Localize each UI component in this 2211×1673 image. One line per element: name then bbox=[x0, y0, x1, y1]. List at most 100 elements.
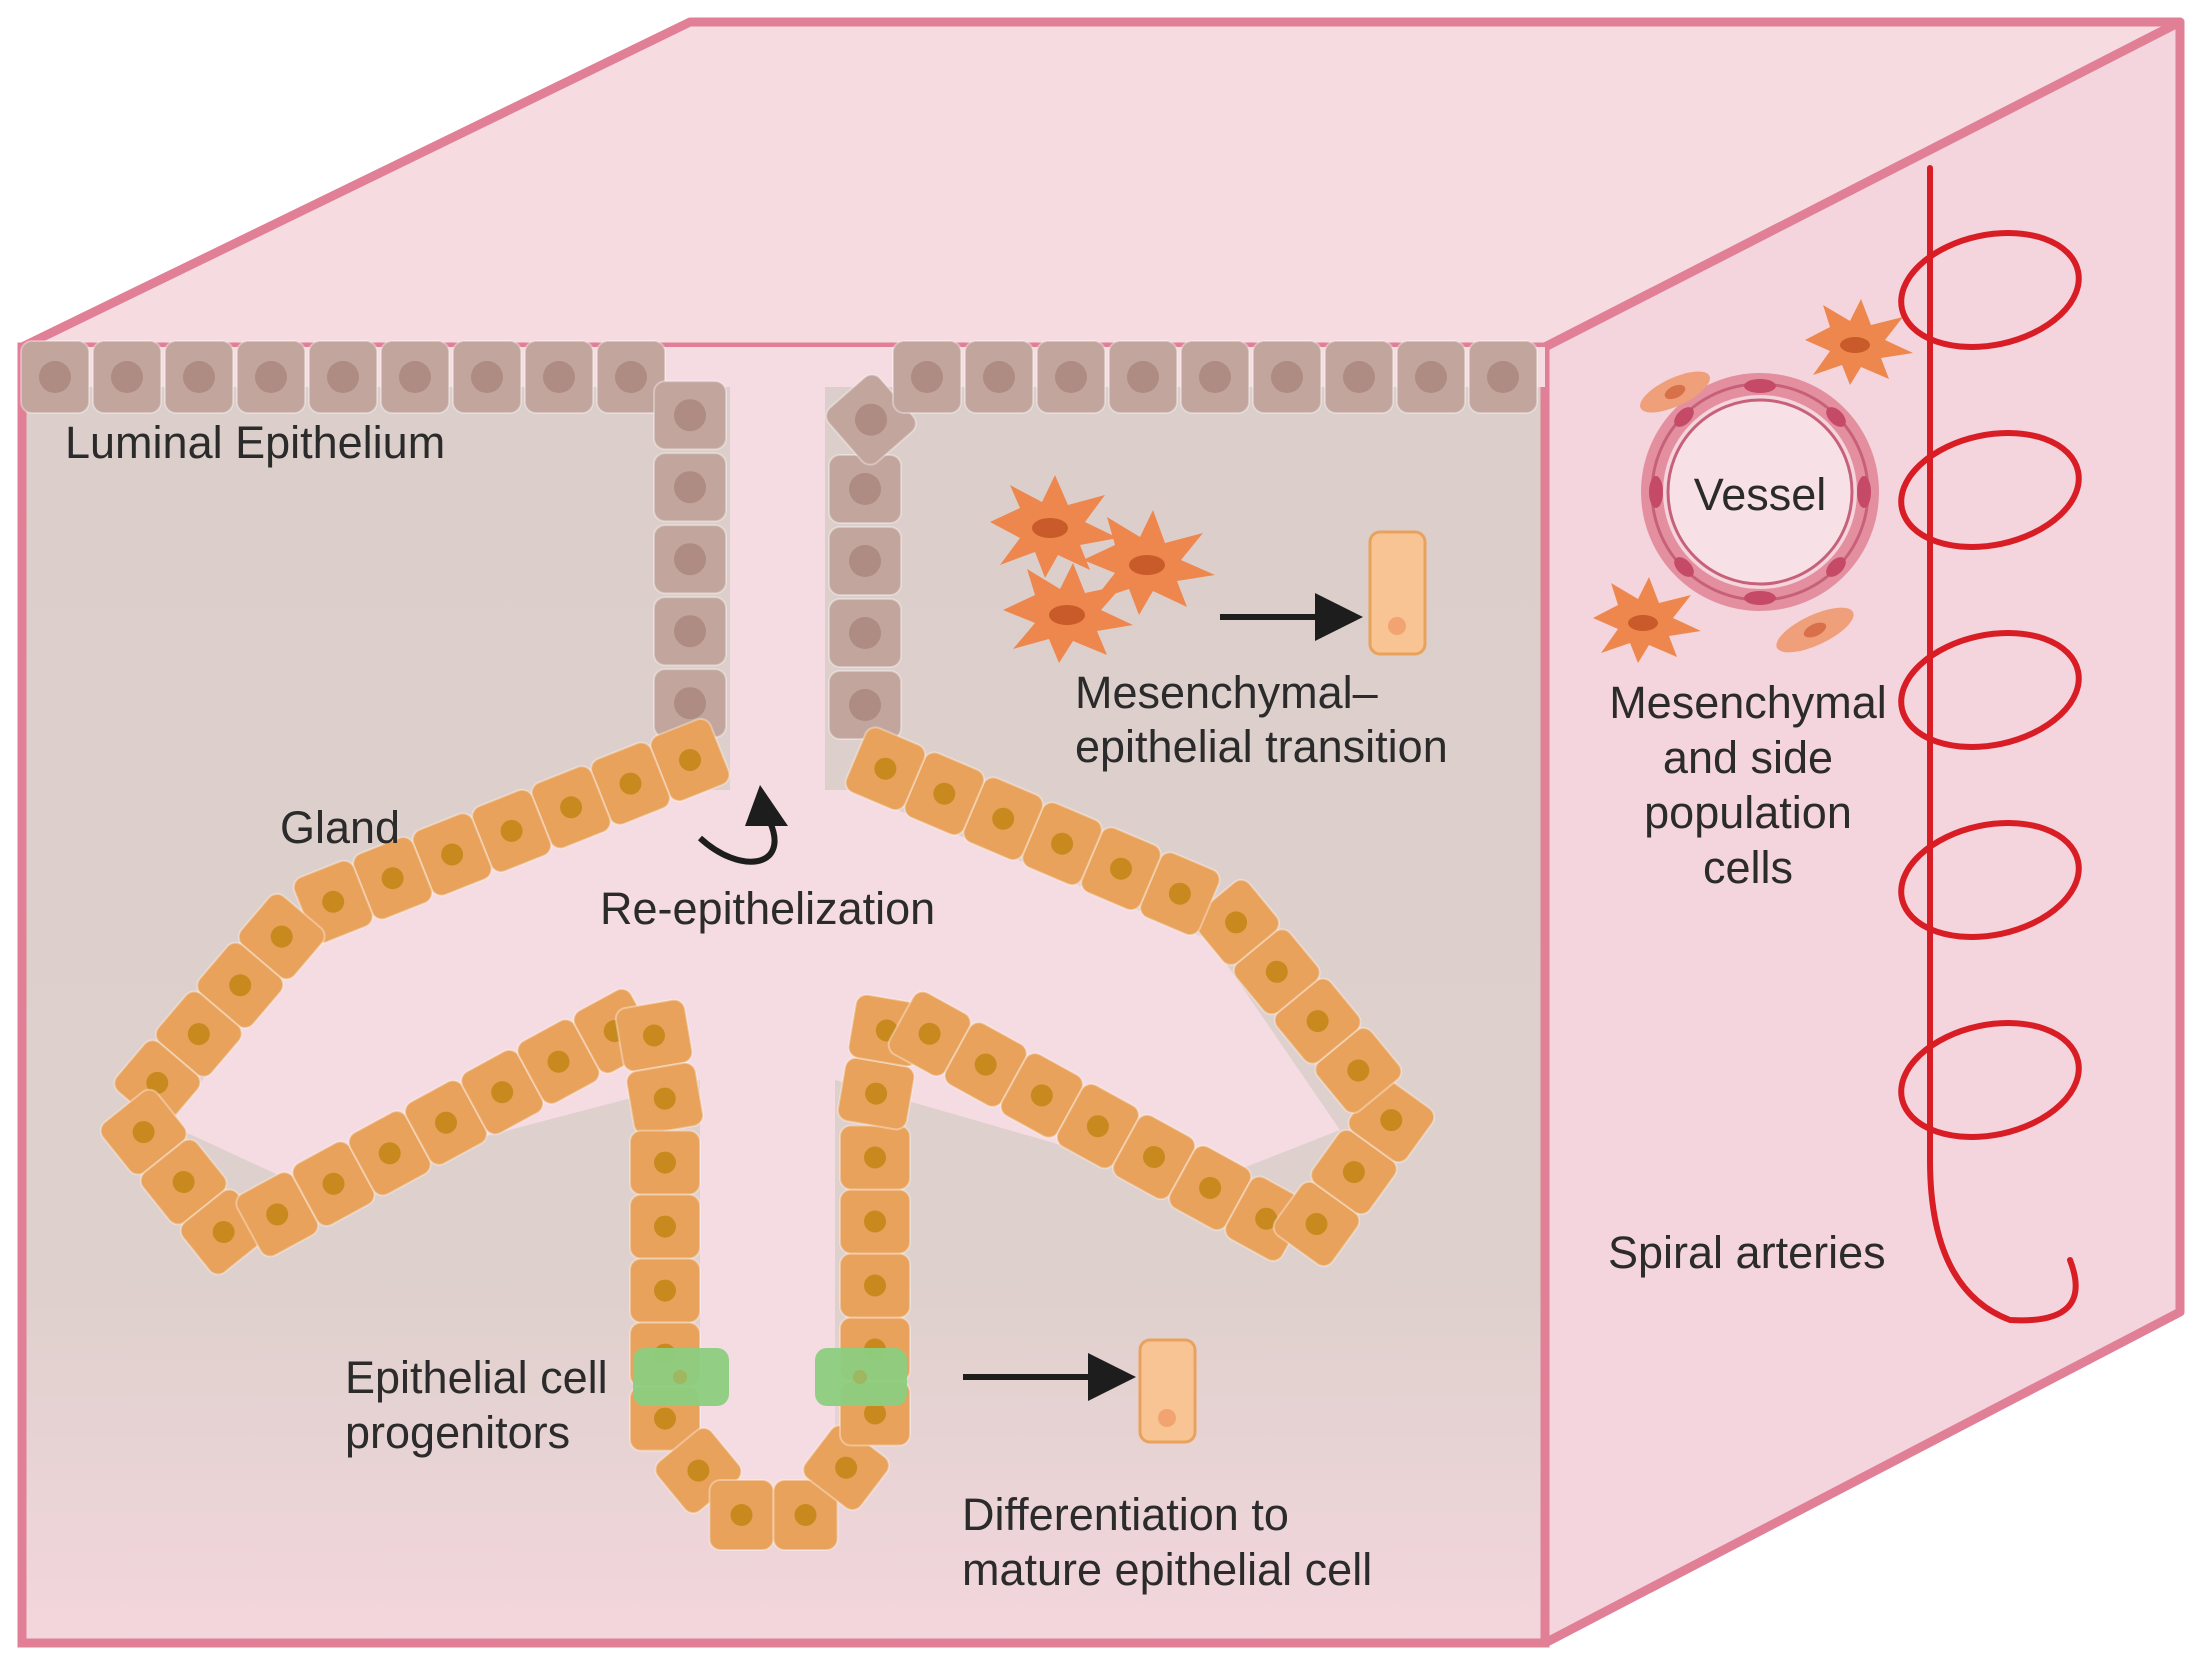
gland-cell bbox=[1139, 851, 1221, 936]
luminal-cell bbox=[92, 340, 162, 414]
gland-cell bbox=[530, 765, 612, 850]
luminal-cell bbox=[653, 596, 727, 667]
gland-cell bbox=[629, 1129, 701, 1196]
gland-cell bbox=[772, 1479, 839, 1551]
stellate-cell-icon bbox=[1593, 577, 1701, 663]
gland-cell bbox=[516, 1018, 601, 1105]
gland-cell bbox=[1080, 826, 1162, 911]
met-label-line2: epithelial transition bbox=[1075, 721, 1448, 772]
luminal-cell bbox=[1252, 340, 1322, 414]
luminal-cell bbox=[308, 340, 378, 414]
gland-epithelium bbox=[99, 717, 1436, 1551]
luminal-cell bbox=[1396, 340, 1466, 414]
luminal-cell bbox=[964, 340, 1034, 414]
gland-cell bbox=[629, 1257, 701, 1324]
gland-cell bbox=[1112, 1113, 1196, 1201]
gland-cell bbox=[802, 1424, 890, 1511]
luminal-cell bbox=[236, 340, 306, 414]
progenitor-cells bbox=[633, 1348, 907, 1406]
luminal-cell bbox=[828, 598, 902, 668]
msp-label-line4: cells bbox=[1703, 842, 1793, 893]
gland-cell bbox=[839, 1252, 911, 1319]
luminal-cell bbox=[380, 340, 450, 414]
columnar-cell-icon bbox=[1368, 530, 1427, 656]
differentiation-label-line1: Differentiation to bbox=[962, 1489, 1289, 1540]
gland-label: Gland bbox=[280, 802, 400, 853]
luminal-cell bbox=[1468, 340, 1538, 414]
gland-cell bbox=[708, 1479, 775, 1551]
msp-label-line2: and side bbox=[1663, 732, 1833, 783]
luminal-cell bbox=[653, 668, 727, 739]
luminal-cell bbox=[828, 670, 902, 740]
gland-cell bbox=[962, 776, 1044, 861]
luminal-cell bbox=[828, 526, 902, 596]
gland-cell bbox=[347, 1110, 432, 1197]
gland-cell bbox=[839, 1124, 911, 1191]
stellate-cell-icon bbox=[1003, 563, 1133, 663]
gland-cell bbox=[411, 812, 493, 897]
mesenchymal-cluster bbox=[990, 475, 1215, 663]
gland-cell bbox=[625, 1061, 704, 1136]
gland-cell bbox=[1310, 1129, 1398, 1216]
msp-label-line1: Mesenchymal bbox=[1609, 677, 1887, 728]
re-epithelization-label: Re-epithelization bbox=[600, 883, 935, 934]
re-epithelization-arrowhead bbox=[745, 785, 788, 826]
luminal-cell bbox=[164, 340, 234, 414]
gland-cell bbox=[196, 941, 285, 1029]
gland-cell bbox=[352, 836, 433, 921]
gland-cell bbox=[235, 1171, 320, 1258]
msp-label-line3: population bbox=[1644, 787, 1852, 838]
spiral-loops bbox=[1898, 230, 2082, 1140]
progenitors-label-line2: progenitors bbox=[345, 1407, 570, 1458]
met-label-line1: Mesenchymal– bbox=[1075, 667, 1378, 718]
gland-cell bbox=[1192, 878, 1280, 966]
vessel-cross-section-icon bbox=[1641, 373, 1879, 611]
spiral-arteries-label: Spiral arteries bbox=[1608, 1227, 1886, 1278]
gland-cell bbox=[139, 1138, 228, 1226]
columnar-cell-icon bbox=[1138, 1338, 1197, 1444]
gland-cell bbox=[237, 893, 326, 981]
gland-cell bbox=[1272, 1180, 1361, 1268]
gland-cell bbox=[903, 751, 986, 836]
gland-cell bbox=[154, 990, 243, 1078]
gland-cell bbox=[887, 990, 972, 1077]
luminal-epithelium bbox=[20, 340, 1538, 740]
gland-cell bbox=[291, 1140, 376, 1227]
gland-cell bbox=[629, 1193, 701, 1260]
luminal-cell bbox=[892, 340, 962, 414]
gland-cell bbox=[1314, 1027, 1403, 1114]
spindle-cell-icon bbox=[1776, 607, 1854, 653]
re-epithelization-arrow bbox=[697, 820, 778, 865]
luminal-cell bbox=[653, 524, 727, 595]
gland-cell bbox=[649, 717, 731, 803]
gland-cell bbox=[471, 788, 552, 873]
gland-cell bbox=[614, 998, 694, 1073]
gland-cell bbox=[836, 1056, 916, 1131]
spindle-cell-icon bbox=[1640, 371, 1710, 413]
gland-cell bbox=[1232, 928, 1321, 1016]
gland-cell bbox=[839, 1188, 911, 1255]
luminal-cell bbox=[653, 452, 727, 523]
luminal-cell bbox=[828, 454, 902, 524]
luminal-cell bbox=[452, 340, 522, 414]
luminal-cell bbox=[524, 340, 594, 414]
differentiation-label-line2: mature epithelial cell bbox=[962, 1544, 1372, 1595]
gland-cell bbox=[1168, 1144, 1253, 1232]
gland-cell bbox=[460, 1049, 545, 1136]
gland-cell bbox=[1273, 977, 1362, 1065]
spiral-artery-icon bbox=[1927, 165, 2079, 1324]
stellate-cell-icon bbox=[1805, 299, 1913, 385]
luminal-cell bbox=[1036, 340, 1106, 414]
side-mesenchymal-cells bbox=[1593, 299, 1913, 663]
luminal-cell bbox=[653, 380, 727, 451]
gland-cell bbox=[1055, 1083, 1140, 1170]
gland-cell bbox=[943, 1021, 1028, 1108]
luminal-cell bbox=[1108, 340, 1178, 414]
luminal-cell bbox=[20, 340, 90, 414]
progenitors-label-line1: Epithelial cell bbox=[345, 1352, 608, 1403]
luminal-cell bbox=[596, 340, 666, 414]
luminal-cell bbox=[1324, 340, 1394, 414]
luminal-cell bbox=[1180, 340, 1250, 414]
stellate-cell-icon bbox=[990, 475, 1118, 578]
gland-cell bbox=[404, 1079, 488, 1166]
